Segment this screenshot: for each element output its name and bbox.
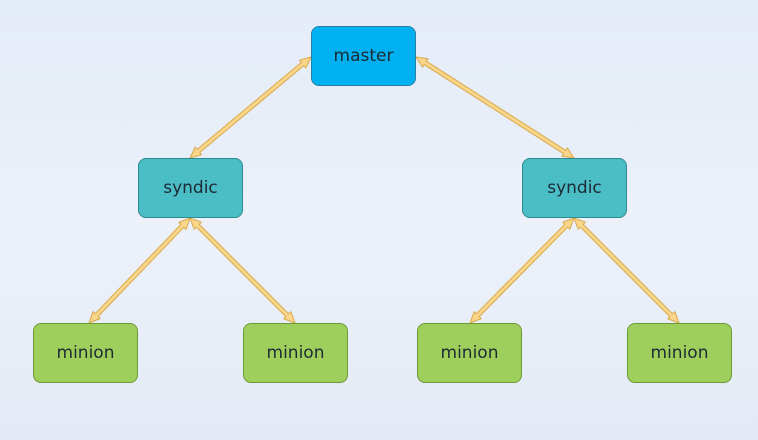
double-arrow-connector-master-to-syndic-right [415, 56, 575, 159]
syndic-node-label: syndic [163, 178, 218, 198]
minion-node-1: minion [33, 323, 138, 383]
master-node-label: master [333, 46, 394, 66]
syndic-node-label: syndic [547, 178, 602, 198]
minion-node-label: minion [650, 343, 709, 363]
double-arrow-connector-master-to-syndic-left [189, 56, 312, 159]
double-arrow-connector-syndic-left-to-minion-1 [88, 217, 191, 324]
double-arrow-connector-syndic-left-to-minion-2 [189, 217, 296, 324]
double-arrow-connector-syndic-right-to-minion-3 [469, 217, 575, 324]
minion-node-2: minion [243, 323, 348, 383]
minion-node-4: minion [627, 323, 732, 383]
minion-node-label: minion [266, 343, 325, 363]
syndic-node-right: syndic [522, 158, 627, 218]
syndic-node-left: syndic [138, 158, 243, 218]
master-node: master [311, 26, 416, 86]
minion-node-3: minion [417, 323, 522, 383]
minion-node-label: minion [440, 343, 499, 363]
double-arrow-connector-syndic-right-to-minion-4 [573, 217, 680, 324]
minion-node-label: minion [56, 343, 115, 363]
